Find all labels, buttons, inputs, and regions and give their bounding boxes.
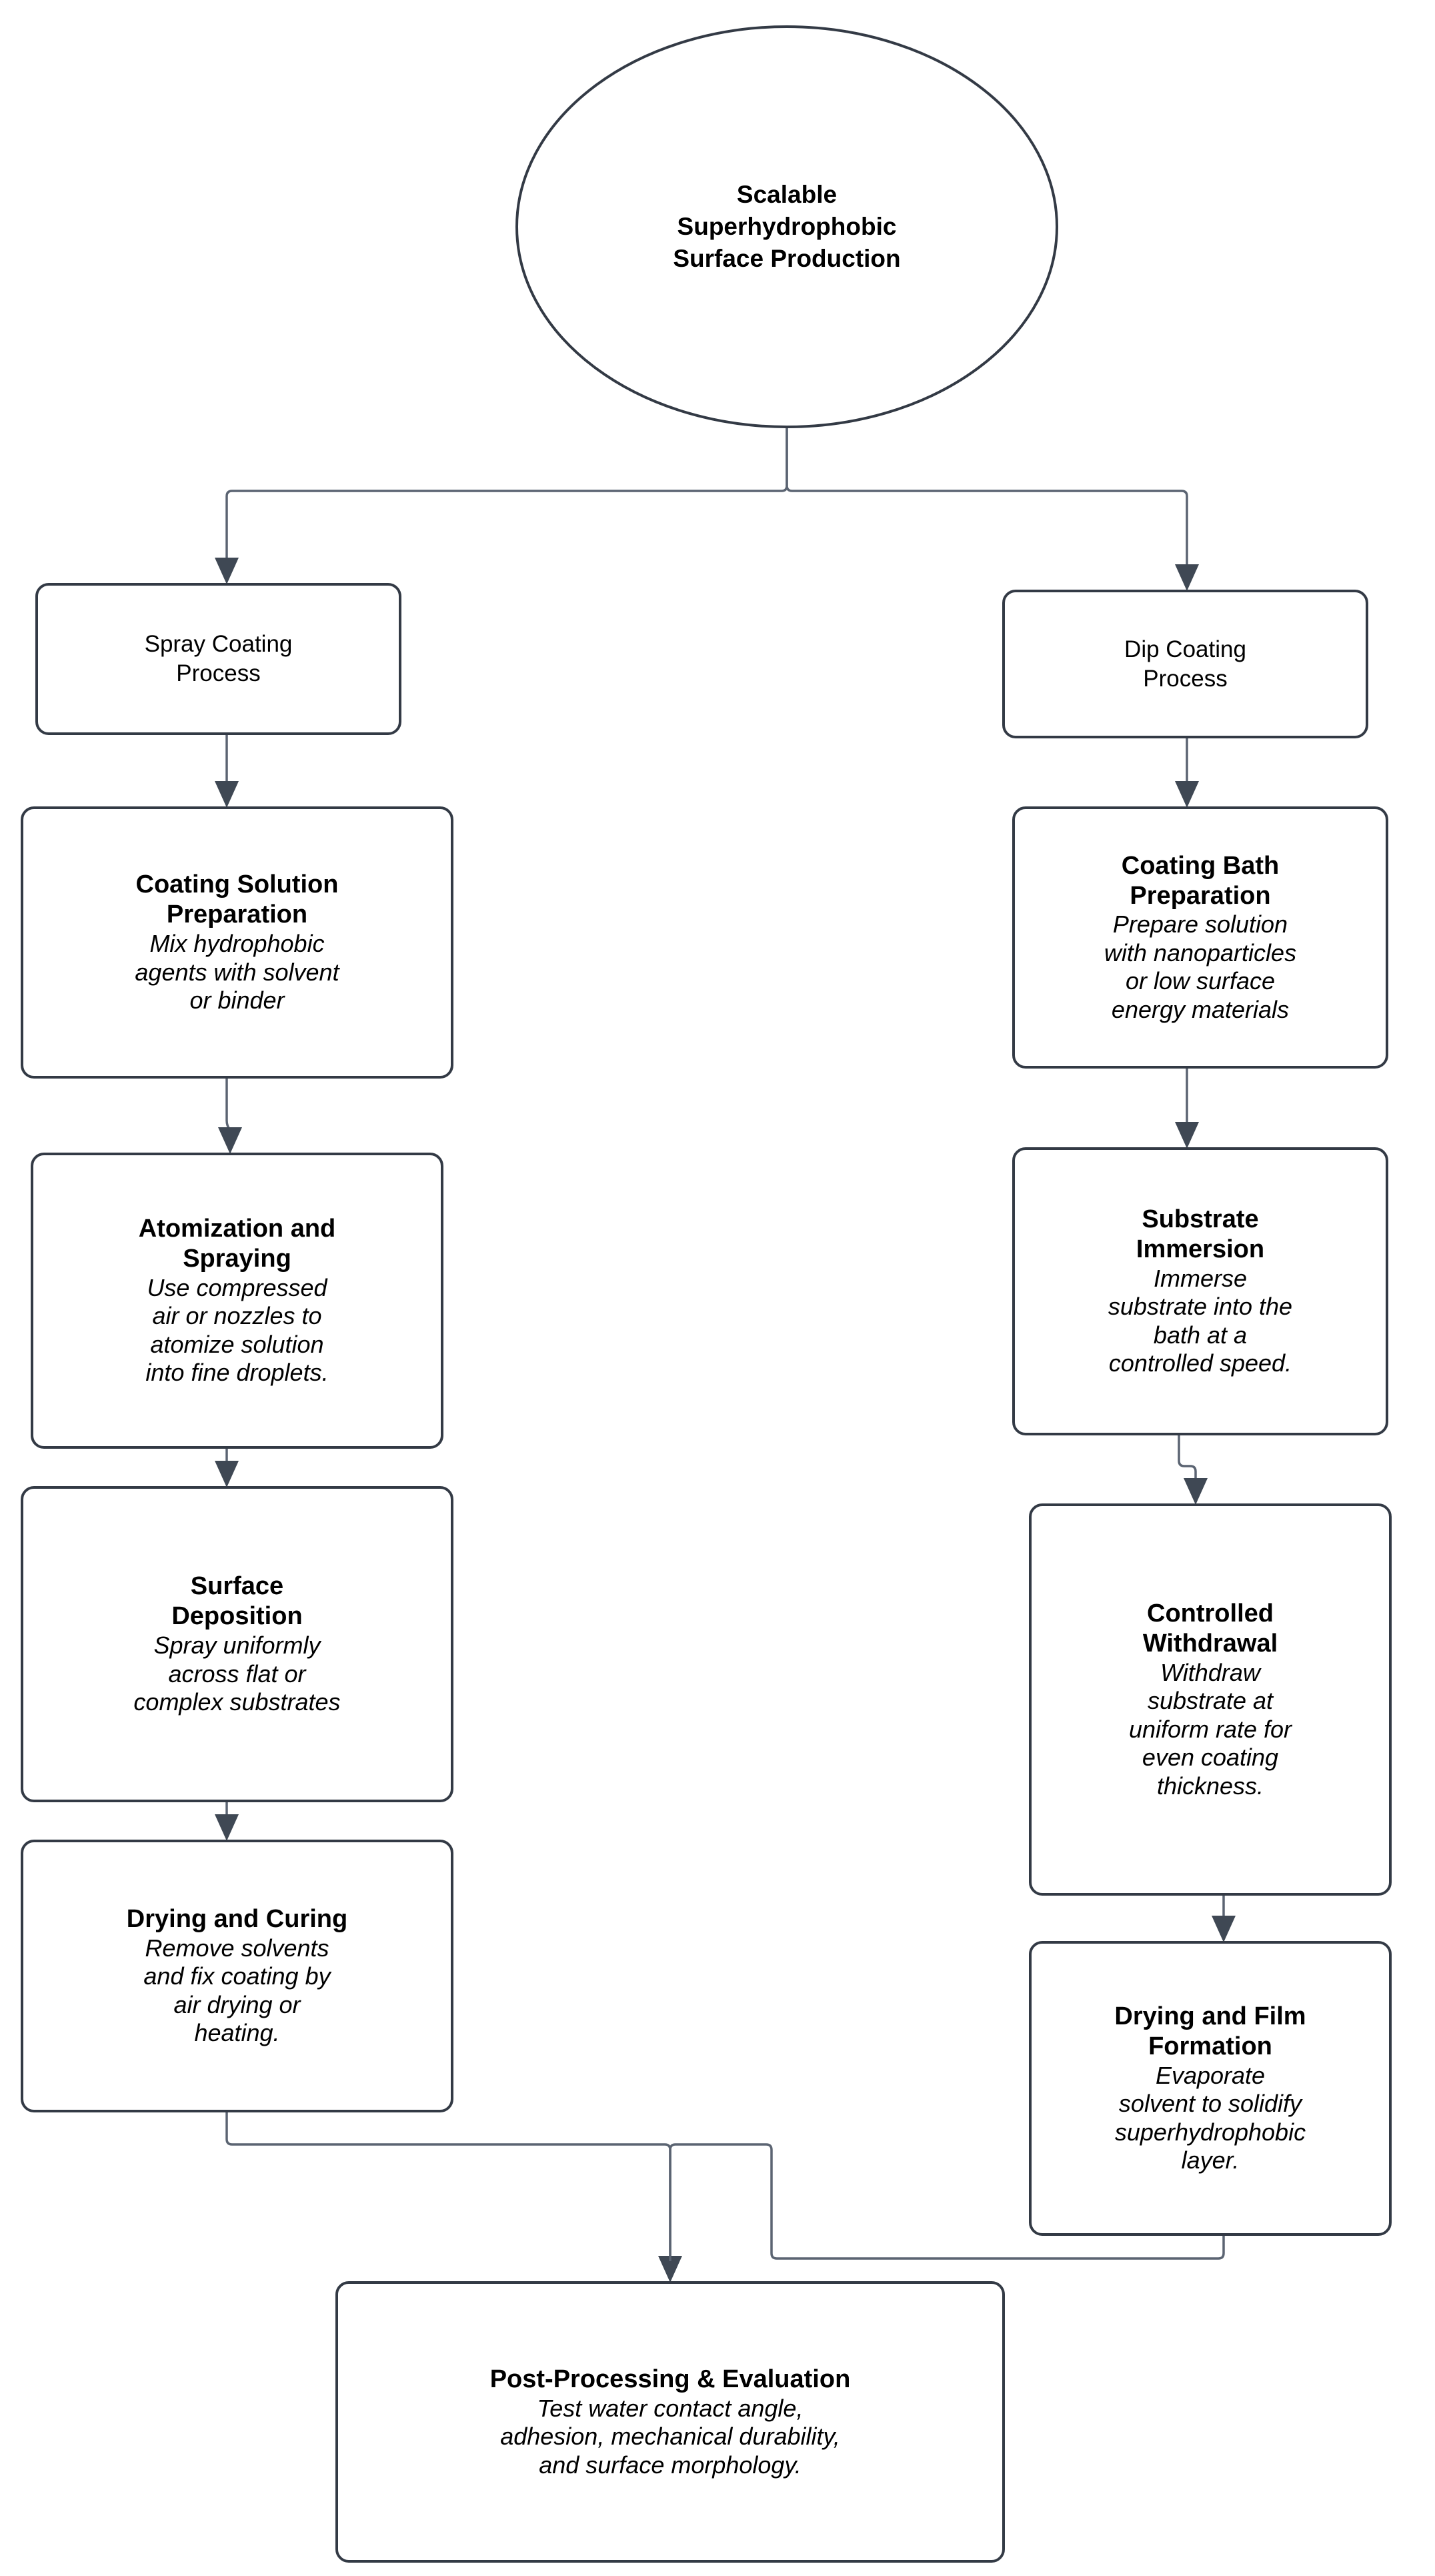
node-layer — [21, 25, 1392, 2563]
node-dip-2-shape[interactable] — [1012, 1147, 1388, 1435]
node-final-shape[interactable] — [335, 2281, 1005, 2563]
node-spray-4-shape[interactable] — [21, 1840, 453, 2112]
node-spray-2-shape[interactable] — [31, 1153, 443, 1449]
node-dip-4-shape[interactable] — [1029, 1941, 1392, 2236]
edge-start-fork — [225, 427, 788, 564]
arrowhead-to-dip-branch — [1175, 564, 1199, 591]
arrowhead-spray3 — [215, 1461, 239, 1487]
edge-layer — [215, 427, 1236, 2283]
arrowhead-to-spray-branch — [215, 558, 239, 584]
arrowhead-spray1 — [215, 781, 239, 808]
edge-dip4-final — [669, 2143, 1225, 2261]
arrowhead-dip2 — [1175, 1122, 1199, 1149]
edge-spray1-spray2 — [225, 1077, 231, 1134]
node-spray-3-shape[interactable] — [21, 1486, 453, 1802]
node-start-shape[interactable] — [515, 25, 1058, 428]
node-spray-1-shape[interactable] — [21, 806, 453, 1079]
node-spray-branch-shape[interactable] — [35, 583, 401, 735]
arrowhead-spray2 — [218, 1127, 242, 1154]
arrowhead-dip1 — [1175, 781, 1199, 808]
node-dip-3-shape[interactable] — [1029, 1503, 1392, 1896]
edge-spray4-final — [225, 2111, 671, 2261]
arrowhead-spray4 — [215, 1814, 239, 1841]
edge-dip2-dip3 — [1178, 1434, 1197, 1484]
edge-start-fork-right — [786, 427, 1188, 570]
arrowhead-dip3 — [1184, 1478, 1208, 1505]
node-dip-branch-shape[interactable] — [1002, 590, 1368, 738]
node-dip-1-shape[interactable] — [1012, 806, 1388, 1069]
arrowhead-final-from-spray — [658, 2256, 682, 2283]
arrowhead-dip4 — [1212, 1916, 1236, 1942]
